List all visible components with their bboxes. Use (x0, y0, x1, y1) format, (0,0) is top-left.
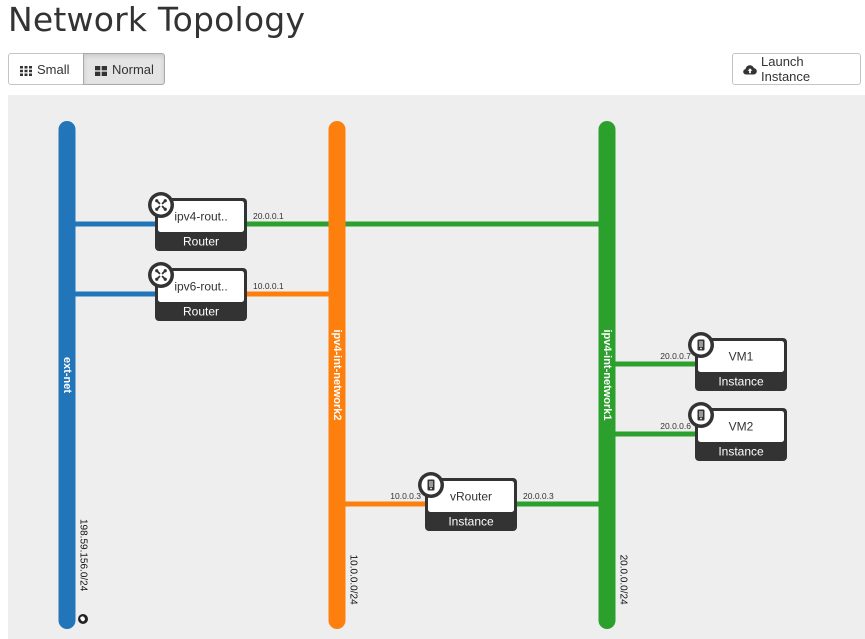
normal-view-button[interactable]: Normal (83, 53, 165, 85)
device-type-label: Router (183, 235, 219, 249)
server-icon (688, 402, 714, 428)
port-ip-label: 10.0.0.3 (390, 491, 421, 501)
device-r2[interactable]: ipv6-rout.. Router (148, 262, 247, 321)
network-cidr-label: 198.59.156.0/24 (78, 519, 89, 592)
globe-icon (78, 614, 88, 624)
device-type-label: Instance (718, 375, 764, 389)
th-large-icon (95, 64, 107, 76)
router-icon (148, 262, 174, 288)
network-net2[interactable]: ipv4-int-network2 10.0.0.0/24 (328, 121, 359, 629)
device-type-label: Instance (448, 515, 494, 529)
port-ip-label: 20.0.0.1 (253, 211, 284, 221)
port-ip-label: 10.0.0.1 (253, 281, 284, 291)
port-ip-label: 20.0.0.3 (523, 491, 554, 501)
topology-canvas: 20.0.0.1 10.0.0.1 20.0.0.7 20.0.0.6 10.0.0.3… (8, 95, 865, 639)
server-icon (688, 332, 714, 358)
normal-view-label: Normal (112, 61, 154, 77)
device-r1[interactable]: ipv4-rout.. Router (148, 192, 247, 251)
launch-instance-button[interactable]: Launch Instance (732, 53, 861, 85)
port-ip-label: 20.0.0.7 (660, 351, 691, 361)
device-name-label: ipv4-rout.. (174, 210, 227, 224)
small-view-button[interactable]: Small (8, 53, 84, 85)
device-type-label: Router (183, 305, 219, 319)
device-name-label: vRouter (450, 490, 492, 504)
network-cidr-label: 10.0.0.0/24 (348, 555, 359, 605)
device-name-label: VM2 (729, 420, 754, 434)
device-type-label: Instance (718, 445, 764, 459)
network-ext[interactable]: ext-net 198.59.156.0/24 (58, 121, 89, 629)
device-name-label: VM1 (729, 350, 754, 364)
network-name-label: ipv4-int-network1 (601, 329, 613, 420)
page-title: Network Topology (8, 0, 306, 39)
launch-instance-label: Launch Instance (761, 54, 811, 84)
cloud-upload-icon (743, 64, 757, 75)
network-name-label: ext-net (61, 357, 73, 393)
port-ip-label: 20.0.0.6 (660, 421, 691, 431)
network-net1[interactable]: ipv4-int-network1 20.0.0.0/24 (598, 121, 629, 629)
th-icon (20, 64, 32, 76)
server-icon (418, 472, 444, 498)
small-view-label: Small (37, 61, 70, 77)
network-cidr-label: 20.0.0.0/24 (618, 555, 629, 605)
view-size-toggle: Small Normal (8, 53, 165, 85)
router-icon (148, 192, 174, 218)
device-name-label: ipv6-rout.. (174, 280, 227, 294)
network-name-label: ipv4-int-network2 (331, 329, 343, 420)
